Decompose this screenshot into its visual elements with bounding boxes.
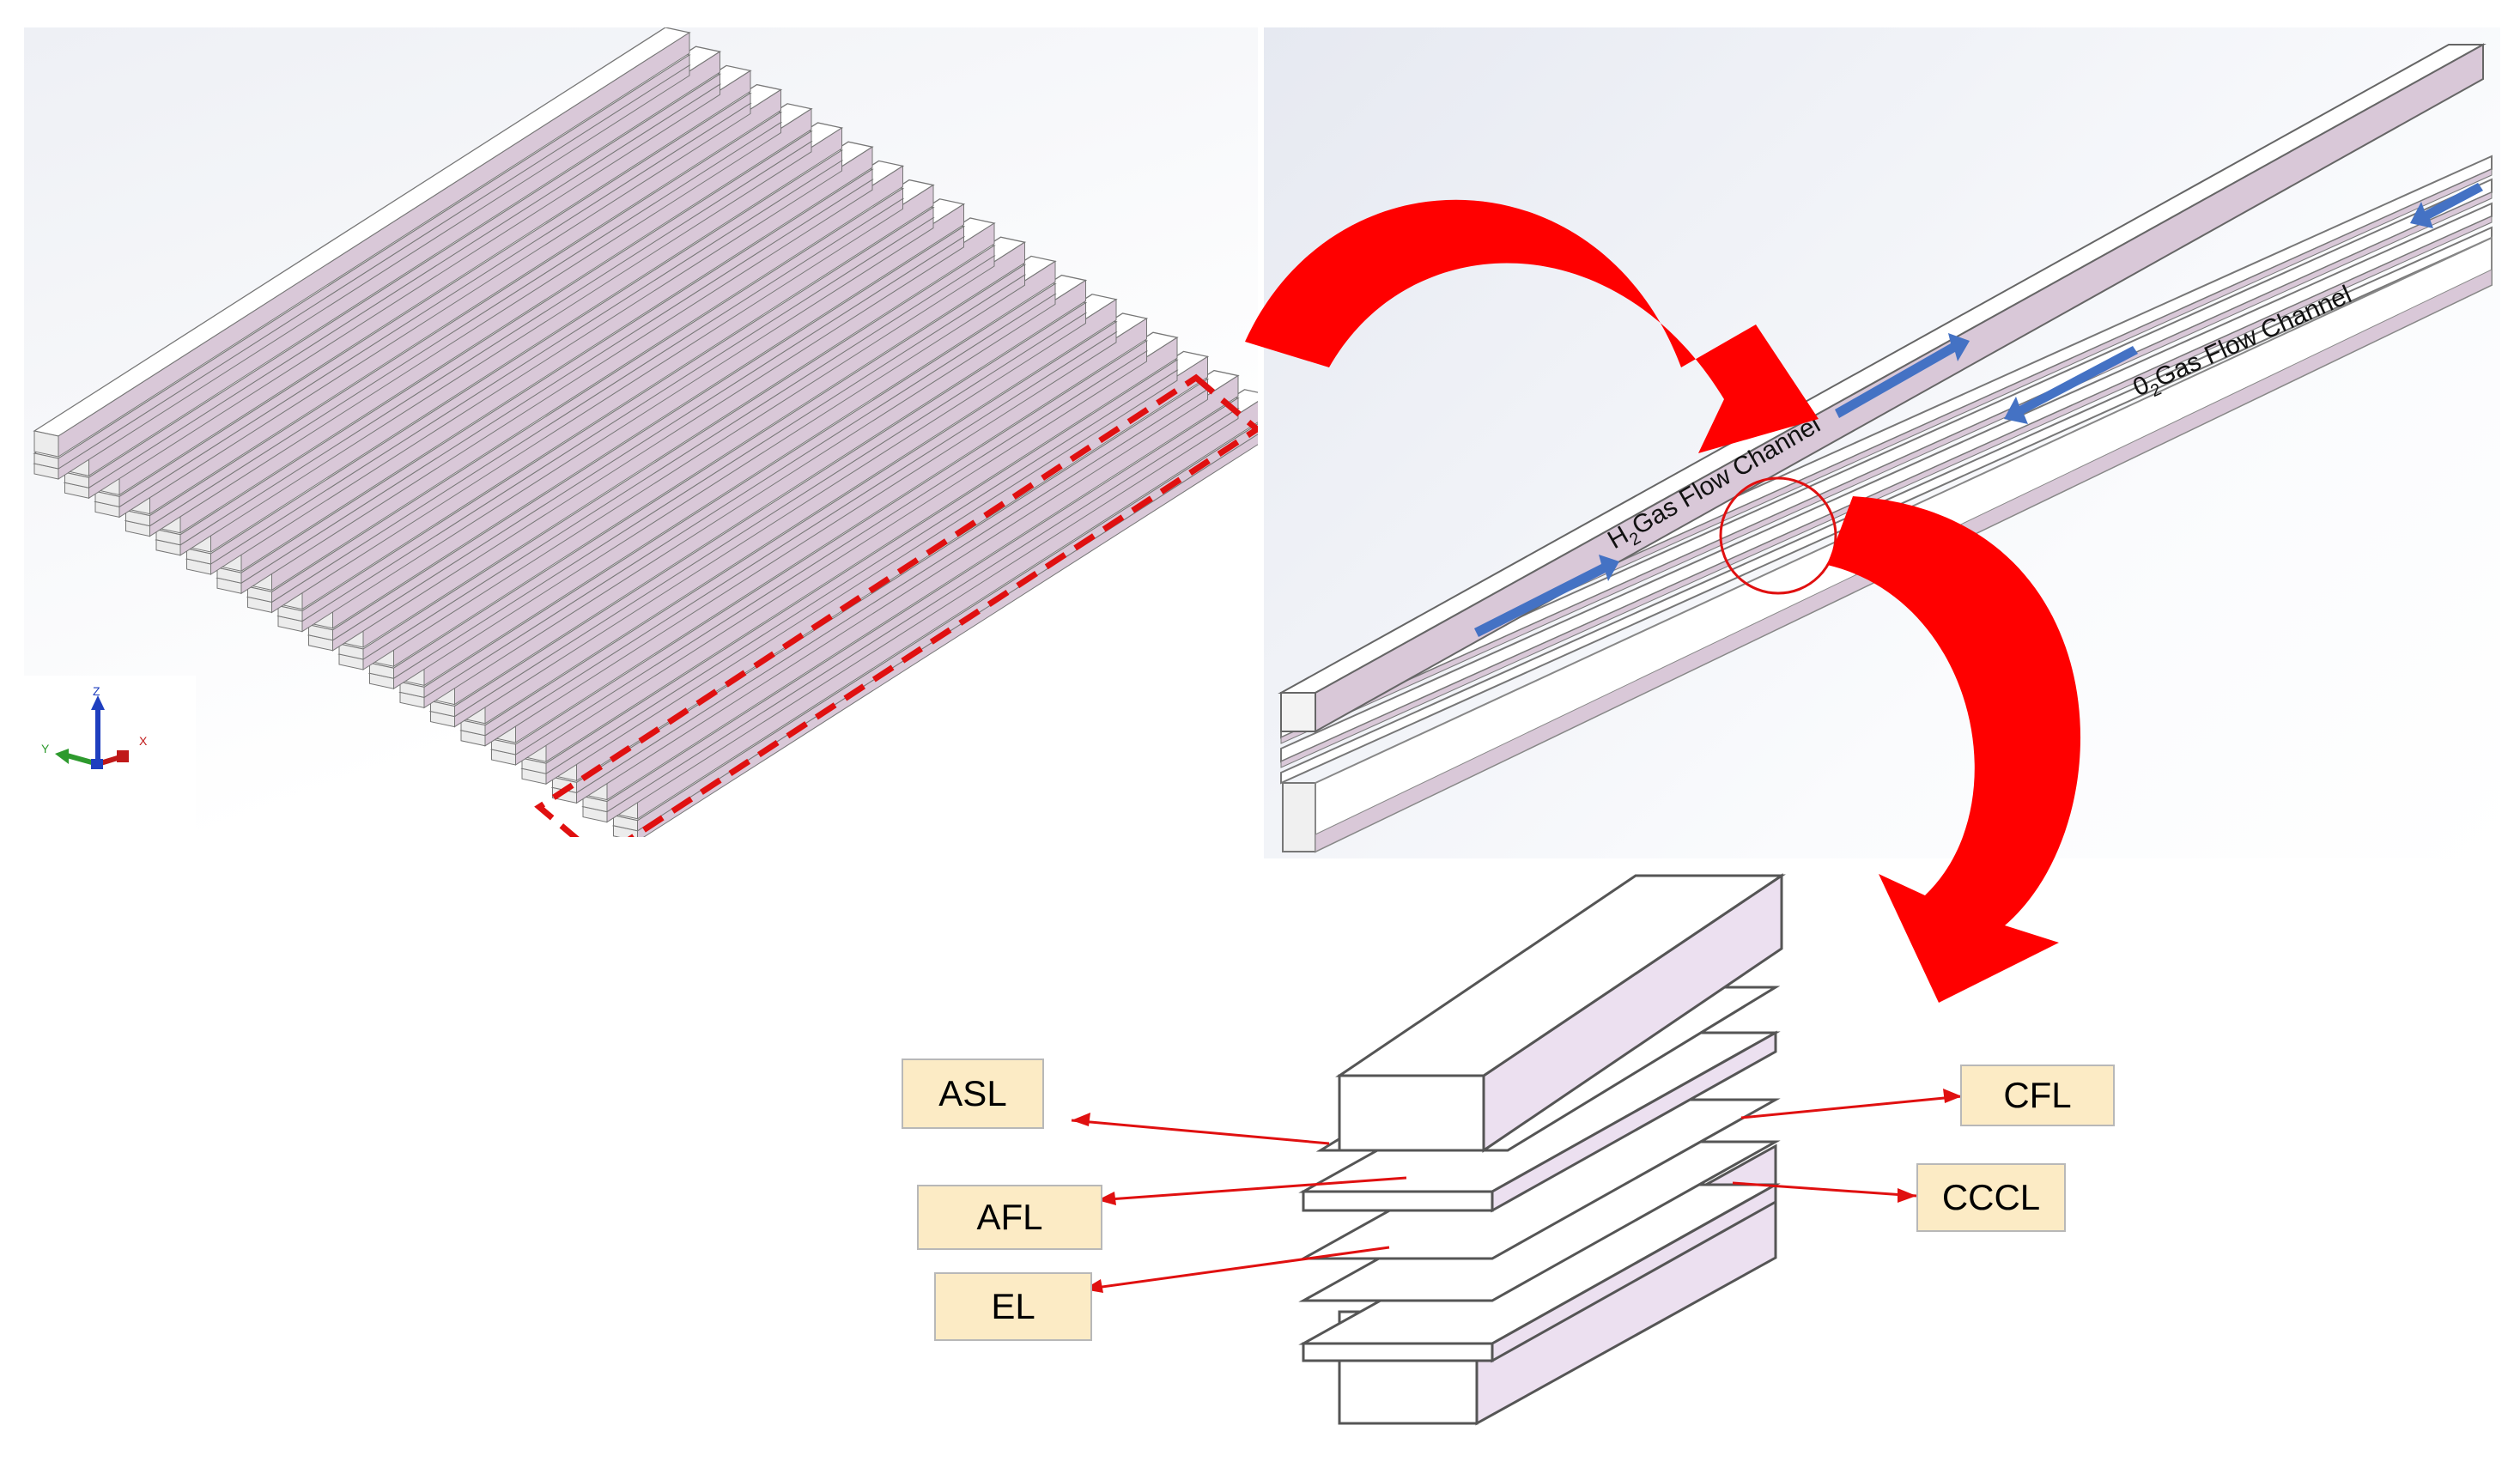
h2-flow-arrow-2 (1835, 333, 1970, 418)
axis-triad-background (24, 676, 196, 837)
channel-rails (33, 27, 1258, 837)
rail-end-face (399, 681, 425, 699)
rail-end-face (430, 700, 455, 718)
zoom-arrow-to-layers (1827, 496, 2081, 1003)
rail-end-face (94, 490, 120, 508)
rail-end-face (186, 548, 211, 565)
z-axis-label: Z (93, 684, 100, 698)
h2-flow-arrow-1 (1474, 555, 1619, 637)
rail-end-face (216, 567, 242, 584)
rail-end-face (125, 509, 150, 527)
z-axis-head (91, 695, 105, 710)
cccl-leader (1732, 1181, 1917, 1198)
afl-leader (1096, 1176, 1407, 1202)
o2-flow-arrow-2 (2004, 346, 2138, 424)
x-axis-label: X (139, 734, 148, 748)
cccl-label: CCCL (1916, 1163, 2066, 1232)
y-axis-label: Y (41, 742, 50, 755)
axis-origin (91, 759, 103, 769)
axis-triad: Z Y X (41, 684, 148, 769)
o2-flow-arrow-1 (2410, 183, 2483, 228)
callout-leaders (1071, 1095, 1963, 1291)
cccl-arrowhead (1898, 1188, 1916, 1203)
el-label: EL (934, 1272, 1092, 1341)
afl-label: AFL (917, 1185, 1102, 1250)
rail-end-face (277, 604, 303, 622)
rail-end-face (308, 624, 333, 641)
rail-end-face (521, 757, 547, 774)
cfl-label: CFL (1960, 1065, 2115, 1126)
rail-end-face (338, 643, 364, 660)
asl-label: ASL (902, 1059, 1044, 1129)
rail-end-face (460, 719, 486, 737)
asl-arrowhead (1072, 1113, 1090, 1126)
rail-end-face (613, 815, 638, 832)
exploded-layer-stack (1298, 873, 1786, 1426)
rail-end-face (33, 430, 59, 458)
el-leader (1083, 1246, 1390, 1291)
x-axis-head (117, 750, 129, 762)
rail-end-face (247, 585, 272, 604)
y-axis-head (55, 749, 69, 764)
rail-end-face (582, 795, 608, 813)
zoom-arrow-to-channel (1245, 199, 1819, 453)
afl-arrowhead (1097, 1192, 1116, 1205)
cfl-arrowhead (1943, 1089, 1962, 1103)
cell-stack-drawing: Z Y X (24, 27, 1258, 837)
rail-end-face (64, 471, 89, 488)
cell-stack-panel: Z Y X (24, 27, 1258, 837)
anode-bar-top (1335, 874, 1786, 1077)
asl-leader (1071, 1119, 1330, 1145)
rail-end-face (491, 738, 516, 755)
rail-end-face (369, 662, 394, 679)
rail-end-face (155, 529, 181, 546)
selection-highlight-box (534, 373, 1258, 837)
anode-bar-front (1338, 1074, 1485, 1152)
cfl-leader (1740, 1095, 1963, 1119)
zoom-circle (1719, 476, 1837, 595)
rail-end-face (33, 452, 59, 470)
